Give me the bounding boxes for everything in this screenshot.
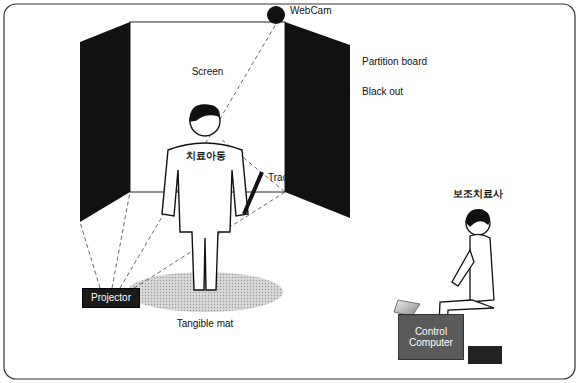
left-partition	[80, 22, 130, 222]
mat-label: Tangible mat	[177, 318, 234, 330]
child-label: 치료아동	[185, 150, 227, 162]
frame	[4, 4, 575, 379]
node-text: Projector	[91, 292, 131, 304]
screen: Screen	[180, 62, 235, 82]
blackout-label: Black out	[362, 86, 403, 98]
right-partition	[285, 22, 350, 218]
tangible-mat	[127, 272, 283, 312]
stool	[468, 346, 502, 364]
control-computer-box: Control Computer	[398, 314, 464, 360]
partition-label: Partition board	[362, 56, 427, 68]
node-text: Screen	[192, 66, 224, 78]
webcam	[267, 6, 285, 24]
projector-box: Projector	[82, 288, 140, 308]
projection-rays	[80, 24, 285, 292]
node-text: Control Computer	[404, 326, 458, 349]
tracking-wand	[244, 172, 262, 214]
therapist-label: 보조치료사	[453, 188, 503, 200]
wand-label: Tracking wand	[268, 172, 333, 184]
webcam-label: WebCam	[290, 5, 332, 17]
child-figure	[162, 105, 248, 290]
